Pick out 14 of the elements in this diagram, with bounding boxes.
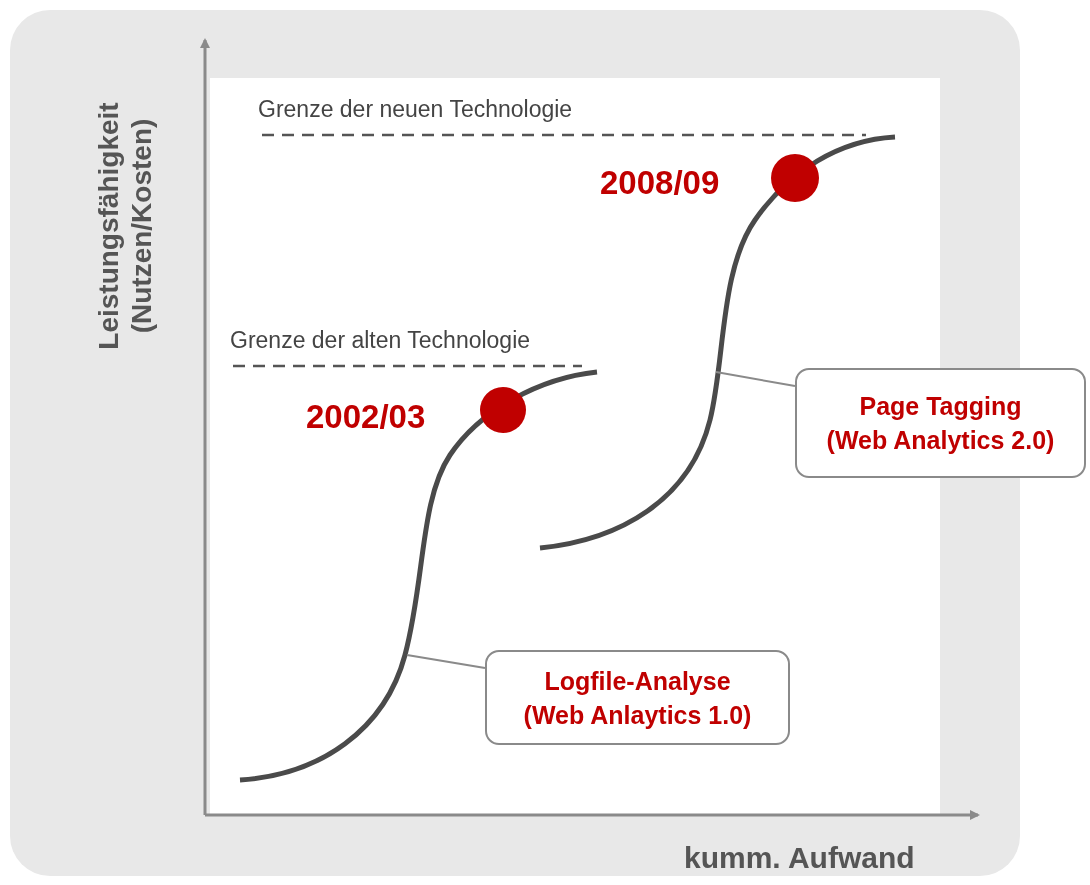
- leader-line: [715, 371, 796, 387]
- callout-text: (Web Anlaytics 1.0): [522, 699, 753, 731]
- callout-text: Logfile-Analyse: [543, 665, 732, 697]
- axis-title-x: kumm. Aufwand: [684, 840, 915, 876]
- axis-title: Leistungsfähigkeit (Nutzen/Kosten): [92, 101, 158, 352]
- year-label: 2008/09: [600, 163, 720, 203]
- callout-text: Page Tagging: [858, 391, 1023, 422]
- callout-box: [795, 368, 1086, 478]
- limit-label: Grenze der alten Technologie: [230, 326, 531, 355]
- year-label: 2002/03: [306, 397, 426, 437]
- limit-label: Grenze der neuen Technologie: [258, 95, 573, 124]
- leader-line: [406, 654, 486, 669]
- callout-box: [485, 650, 790, 745]
- callout-text: (Web Analytics 2.0): [825, 425, 1056, 456]
